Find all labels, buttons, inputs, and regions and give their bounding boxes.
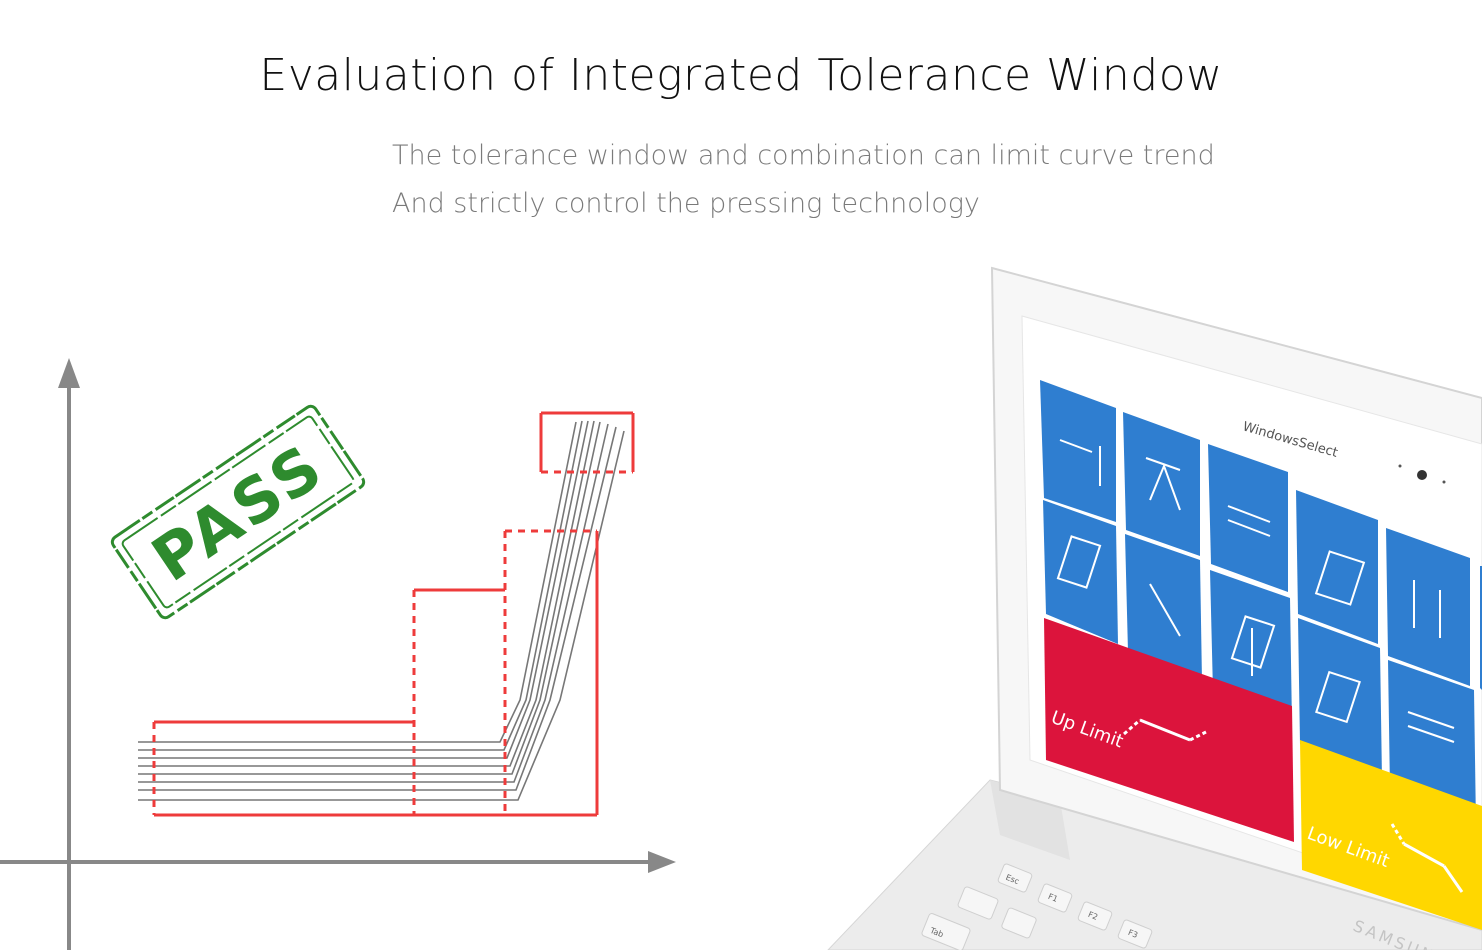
keyboard: [921, 863, 1153, 950]
tile-icon[interactable]: [1298, 618, 1382, 780]
curve: [138, 420, 583, 751]
key-label: F3: [1127, 928, 1139, 940]
subtitle-line-2: And strictly control the pressing techno…: [392, 188, 980, 219]
x-axis-arrow-icon: [648, 851, 676, 873]
pass-stamp: PASS: [110, 404, 366, 620]
low-limit-tile[interactable]: [1300, 740, 1482, 930]
low-limit-line-icon: [1390, 823, 1464, 893]
curve: [138, 430, 625, 801]
tile-icon[interactable]: [1386, 528, 1470, 686]
y-axis-arrow-icon: [58, 358, 80, 388]
tile-glyphs: [1056, 439, 1455, 743]
key-label: F1: [1047, 892, 1059, 904]
camera-dot-icon: [1398, 464, 1402, 468]
subtitle-line-1: The tolerance window and combination can…: [392, 140, 1215, 171]
tile-grid: [1040, 380, 1482, 930]
page-title: Evaluation of Integrated Tolerance Windo…: [259, 50, 1223, 101]
laptop-illustration: Esc F1 F2 F3 Tab SAMSUNG WindowsSelect: [827, 266, 1482, 950]
curve: [138, 420, 595, 767]
curve: [138, 421, 577, 743]
curve: [138, 426, 617, 791]
up-limit-line-icon: [1123, 718, 1207, 742]
axes: [0, 380, 652, 950]
tile-icon[interactable]: [1043, 500, 1118, 644]
tolerance-diagram: PASS: [0, 358, 676, 950]
tile-icon[interactable]: [1040, 380, 1116, 522]
tile-icon[interactable]: [1296, 490, 1378, 644]
camera-icon: [1417, 470, 1427, 480]
curve: [138, 423, 609, 783]
tile-icon[interactable]: [1123, 412, 1200, 556]
curve: [138, 420, 589, 759]
camera-dot-icon: [1442, 480, 1446, 484]
tile-icon[interactable]: [1208, 444, 1288, 592]
tolerance-windows: [152, 411, 635, 817]
curve-bundle: [138, 420, 625, 801]
key-label: F2: [1087, 910, 1099, 922]
curve: [138, 421, 601, 775]
